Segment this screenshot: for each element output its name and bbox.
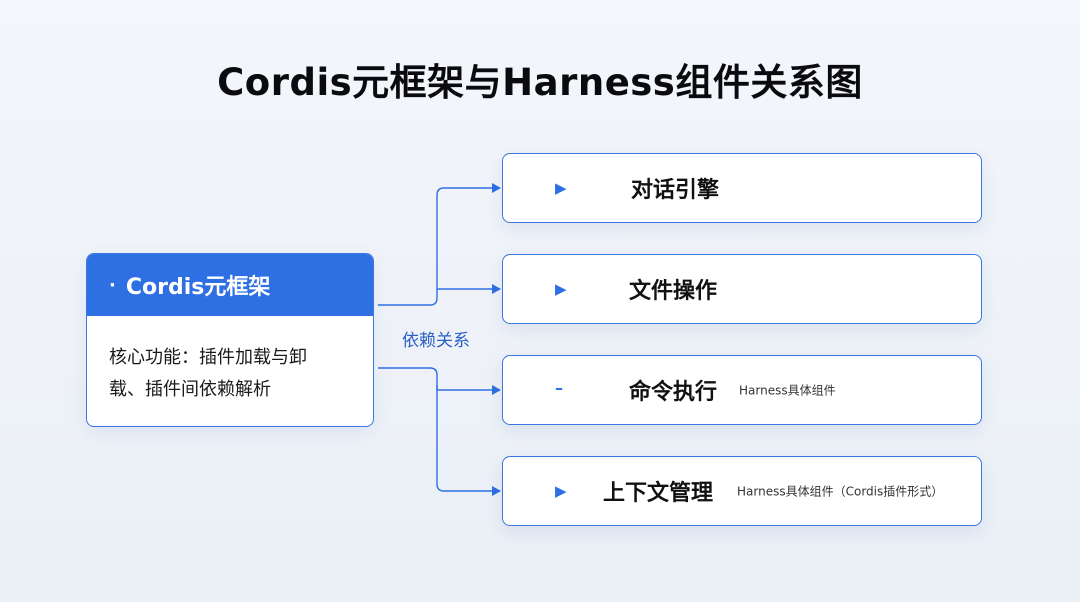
play-marker-icon: ▶ <box>555 482 567 500</box>
node-sublabel: Harness具体组件 <box>739 383 836 398</box>
node-command-execution: – 命令执行 Harness具体组件 <box>502 355 982 425</box>
cordis-framework-node: · Cordis元框架 核心功能：插件加载与卸 载、插件间依赖解析 <box>86 253 374 427</box>
node-context-management: ▶ 上下文管理 Harness具体组件（Cordis插件形式） <box>502 456 982 526</box>
connector-to-dialogue-engine <box>378 183 501 306</box>
play-marker-icon: ▶ <box>555 280 567 298</box>
description-line-2: 载、插件间依赖解析 <box>109 379 271 400</box>
node-label: 文件操作 <box>629 279 718 304</box>
node-label: 命令执行 <box>629 380 718 405</box>
play-marker-icon: ▶ <box>555 179 567 197</box>
node-dialogue-engine: ▶ 对话引擎 <box>502 153 982 223</box>
node-file-operations: ▶ 文件操作 <box>502 254 982 324</box>
node-label: 对话引擎 <box>631 178 720 203</box>
dash-marker-icon: – <box>555 378 563 398</box>
connector-to-context-management <box>436 385 501 496</box>
dependency-edge-label: 依赖关系 <box>402 331 470 351</box>
node-label: 上下文管理 <box>603 481 714 506</box>
node-sublabel: Harness具体组件（Cordis插件形式） <box>737 484 944 499</box>
cordis-framework-description: 核心功能：插件加载与卸 载、插件间依赖解析 <box>87 316 373 406</box>
description-line-1: 核心功能：插件加载与卸 <box>109 347 307 368</box>
diagram-title: Cordis元框架与Harness组件关系图 <box>217 61 863 104</box>
cordis-framework-title: Cordis元框架 <box>125 275 271 300</box>
cordis-framework-header: · Cordis元框架 <box>87 254 373 316</box>
connector-to-command-execution <box>378 367 501 395</box>
bullet-dot: · <box>109 274 116 296</box>
